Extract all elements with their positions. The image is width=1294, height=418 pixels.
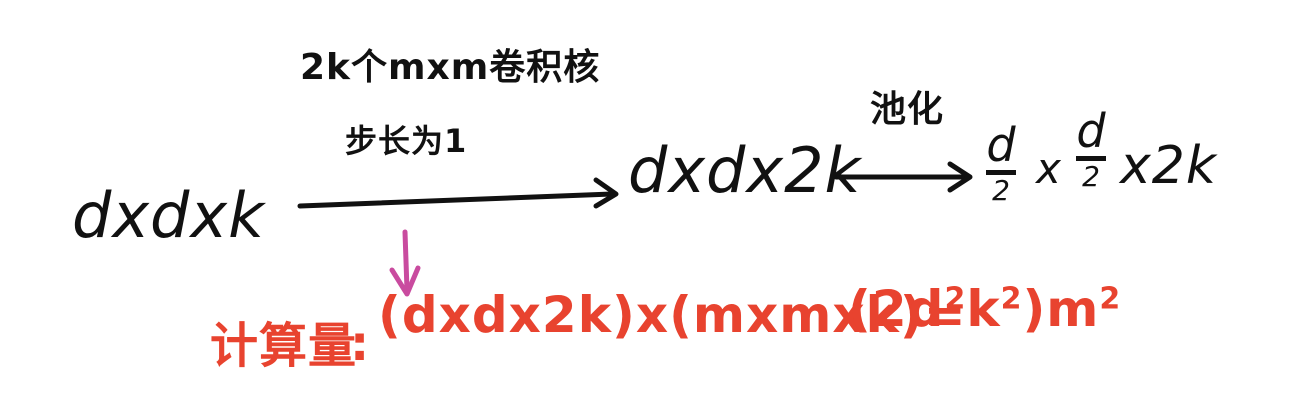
compute-label: 计算量 bbox=[210, 318, 358, 374]
compute-result-prefix: (2d bbox=[848, 280, 945, 338]
output-tail: x2k bbox=[1120, 136, 1217, 196]
compute-result-k: k bbox=[966, 280, 1001, 338]
output-fraction-1: d 2 bbox=[986, 122, 1016, 205]
compute-result-exp2: 2 bbox=[1000, 281, 1023, 317]
conv-label-line1: 2k个mxm卷积核 bbox=[300, 47, 601, 88]
output-fraction-2-numerator: d bbox=[1076, 104, 1106, 158]
output-fraction-1-bar bbox=[986, 170, 1016, 175]
pooling-arrow bbox=[833, 161, 973, 193]
compute-pointer-arrow bbox=[389, 229, 421, 297]
compute-result-close: )m bbox=[1022, 280, 1100, 338]
output-fraction-2-denominator: 2 bbox=[1082, 160, 1100, 193]
input-shape: dxdxk bbox=[72, 179, 265, 252]
compute-expression: (dxdx2k)x(mxmxk)= bbox=[378, 286, 967, 344]
output-fraction-1-denominator: 2 bbox=[992, 174, 1010, 207]
output-fraction-2: d 2 bbox=[1076, 108, 1106, 191]
compute-colon: : bbox=[350, 316, 371, 372]
compute-result-exp3: 2 bbox=[1099, 281, 1122, 317]
output-times: x bbox=[1036, 144, 1062, 193]
conv-arrow bbox=[297, 177, 619, 209]
compute-result-exp1: 2 bbox=[944, 281, 967, 317]
pooling-label: 池化 bbox=[870, 89, 945, 130]
compute-result: (2d2k2)m2 bbox=[848, 284, 1121, 334]
output-fraction-1-numerator: d bbox=[986, 118, 1016, 172]
conv-label-line2: 步长为1 bbox=[345, 122, 468, 160]
output-fraction-2-bar bbox=[1076, 156, 1106, 161]
mid-shape: dxdx2k bbox=[628, 134, 862, 207]
